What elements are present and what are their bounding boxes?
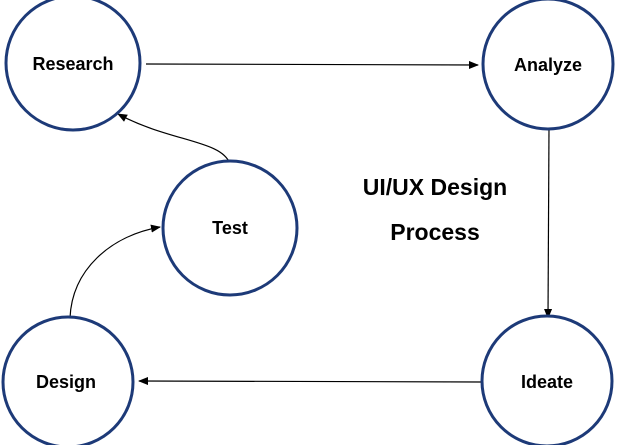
node-design-label: Design <box>36 372 96 392</box>
node-analyze-label: Analyze <box>514 55 582 75</box>
arrow-research-to-analyze <box>145 60 479 69</box>
diagram-title-line-1: UI/UX Design <box>363 174 507 200</box>
node-design: Design <box>1 315 135 445</box>
arrow-test-to-research <box>117 113 231 165</box>
arrow-design-to-test <box>69 224 161 319</box>
node-ideate: Ideate <box>480 314 614 445</box>
node-ideate-label: Ideate <box>521 372 573 392</box>
node-test-label: Test <box>212 218 248 238</box>
node-analyze: Analyze <box>481 0 615 131</box>
diagram-title-line-2: Process <box>390 219 480 245</box>
arrow-analyze-to-ideate <box>544 126 553 319</box>
node-research: Research <box>4 0 142 132</box>
node-test: Test <box>161 159 299 297</box>
arrow-ideate-to-design <box>138 377 482 386</box>
node-research-label: Research <box>32 54 113 74</box>
